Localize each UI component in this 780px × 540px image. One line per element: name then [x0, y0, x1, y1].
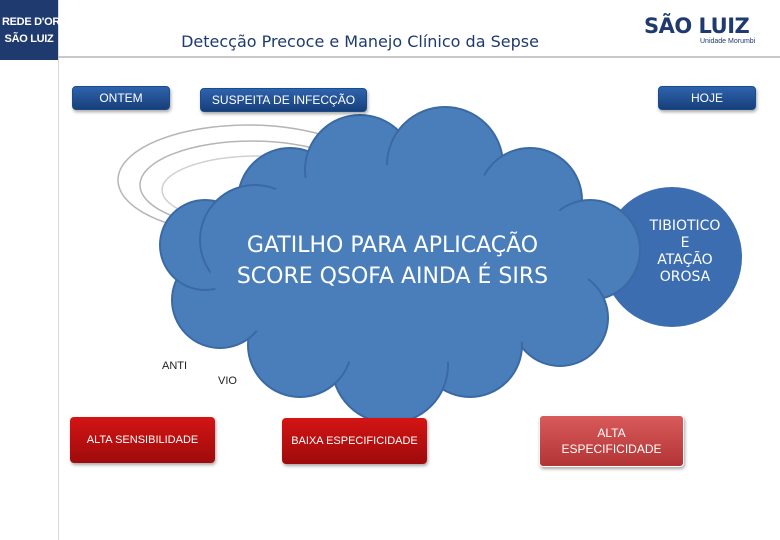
left-sidebar: REDE D'OR SÃO LUIZ — [0, 0, 60, 540]
fragment-anti: ANTI — [162, 360, 188, 372]
antibiotic-text: TIBIOTICO E ATAÇÃO OROSA — [640, 218, 730, 286]
cloud-line2: SCORE QSOFA AINDA É SIRS — [236, 264, 549, 289]
hoje-label: HOJE — [658, 86, 756, 110]
rede-dor-sao-luiz-logo: REDE D'OR SÃO LUIZ — [2, 14, 60, 48]
alta-especificidade-box: ALTA ESPECIFICIDADE — [539, 415, 684, 467]
logo-right-unit: Unidade Morumbi — [700, 38, 756, 45]
logo-left-line2: SÃO LUIZ — [4, 33, 54, 45]
fragment-vio: VIO — [218, 375, 237, 387]
baixa-especificidade-text: BAIXA ESPECIFICIDADE — [291, 435, 418, 447]
logo-right-brand: SÃO LUIZ — [644, 14, 750, 38]
circle-line2: E — [680, 235, 690, 251]
antibiotic-circle — [602, 187, 742, 327]
hoje-text: HOJE — [690, 91, 723, 105]
cloud-line1: GATILHO PARA APLICAÇÃO — [246, 233, 539, 258]
suspeita-infeccao-label: SUSPEITA DE INFECÇÃO — [200, 88, 367, 112]
alta-especificidade-line1: ALTA — [597, 426, 626, 440]
slide-title: Detecção Precoce e Manejo Clínico da Sep… — [181, 32, 539, 51]
header-divider — [58, 56, 780, 58]
logo-left-line1: REDE D'OR — [2, 16, 60, 28]
qsofa-trigger-text: GATILHO PARA APLICAÇÃO SCORE QSOFA AINDA… — [205, 230, 580, 292]
sao-luiz-logo: SÃO LUIZ Unidade Morumbi — [638, 12, 768, 52]
circle-line1: TIBIOTICO — [649, 218, 721, 234]
baixa-especificidade-box: BAIXA ESPECIFICIDADE — [282, 418, 427, 464]
ontem-label: ONTEM — [72, 86, 170, 110]
alta-sensibilidade-text: ALTA SENSIBILIDADE — [86, 434, 199, 446]
alta-sensibilidade-box: ALTA SENSIBILIDADE — [70, 417, 215, 463]
ontem-text: ONTEM — [99, 91, 143, 105]
circle-line3: ATAÇÃO — [657, 252, 713, 268]
suspeita-text: SUSPEITA DE INFECÇÃO — [211, 93, 356, 107]
circle-line4: OROSA — [659, 269, 711, 285]
sidebar-logo-band — [0, 0, 58, 60]
alta-especificidade-line2: ESPECIFICIDADE — [561, 442, 662, 456]
